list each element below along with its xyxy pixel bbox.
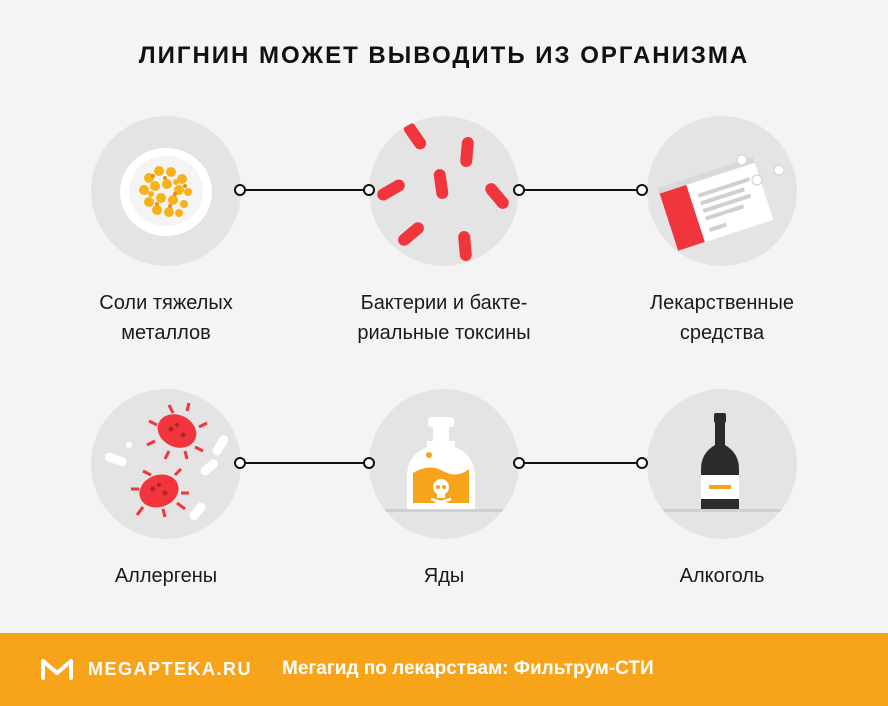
footer-bar: MEGAPTEKA.RU Мегагид по лекарствам: Филь… — [0, 633, 888, 706]
poison-bottle-icon — [369, 417, 519, 512]
item-label: Лекарственные средства — [592, 288, 852, 348]
item-label-line1: Аллергены — [114, 565, 218, 587]
alcohol-bottle-icon — [647, 413, 797, 512]
item-label-line2: средства — [679, 322, 765, 344]
footer-tagline: Мегагид по лекарствам: Фильтрум-СТИ — [282, 658, 654, 679]
icon-circle — [647, 389, 797, 539]
item-label-line1: Соли тяжелых — [99, 292, 233, 314]
icon-circle — [91, 116, 241, 266]
item-bacteria: Бактерии и бакте- риальные токсины — [357, 116, 531, 344]
page-title: ЛИГНИН МОЖЕТ ВЫВОДИТЬ ИЗ ОРГАНИЗМА — [138, 42, 750, 69]
item-medicines: Лекарственные средства — [647, 116, 797, 344]
item-label: Яды — [314, 561, 574, 591]
item-label-line1: Яды — [423, 565, 465, 587]
item-label-line1: Алкоголь — [679, 565, 765, 587]
item-label-line1: Бактерии и бакте- — [360, 292, 528, 314]
item-label: Аллергены — [36, 561, 296, 591]
connector-row1 — [234, 184, 648, 196]
item-label-line2: металлов — [121, 322, 211, 344]
connector-row2 — [234, 457, 648, 469]
item-heavy-metal-salts: Соли тяжелых металлов — [91, 116, 241, 344]
bacteria-icon — [377, 122, 509, 261]
heavy-metal-salts-bowl-icon — [120, 148, 212, 236]
icon-circle — [91, 389, 241, 539]
allergen-microbe-icon — [105, 402, 229, 521]
megapteka-logo-icon[interactable] — [40, 657, 74, 681]
item-poisons: Яды — [369, 389, 519, 587]
medicine-box-icon — [657, 154, 785, 251]
icon-circle — [369, 116, 519, 266]
item-label-line2: риальные токсины — [357, 322, 531, 344]
item-alcohol: Алкоголь — [647, 389, 797, 587]
item-allergens: Аллергены — [91, 389, 241, 587]
item-label: Бактерии и бакте- риальные токсины — [314, 288, 574, 348]
item-label-line1: Лекарственные — [650, 292, 794, 314]
item-label: Алкоголь — [592, 561, 852, 591]
brand-link[interactable]: MEGAPTEKA.RU — [88, 659, 253, 679]
icon-circle — [647, 116, 797, 266]
item-label: Соли тяжелых металлов — [36, 288, 296, 348]
icon-circle — [369, 389, 519, 539]
